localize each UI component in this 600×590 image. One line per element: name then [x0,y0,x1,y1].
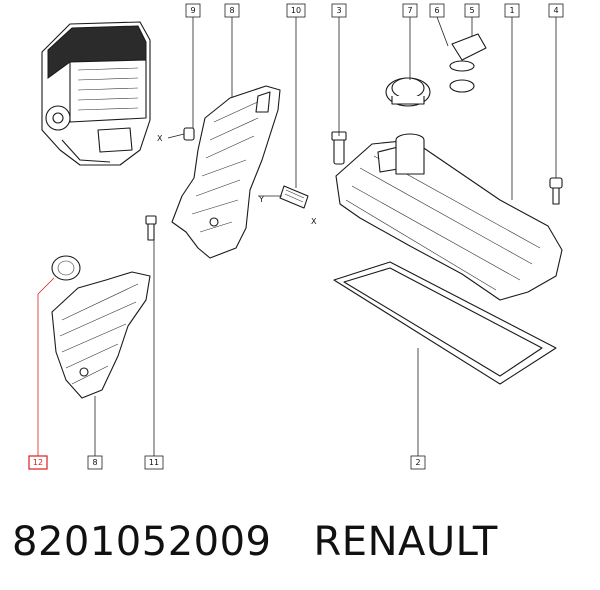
svg-text:2: 2 [415,458,420,467]
callout-9: 9 [185,3,201,18]
callout-10: 10 [286,3,306,18]
stud-10 [258,185,309,209]
oil-filler-neck [395,133,425,175]
svg-text:8: 8 [229,6,234,15]
svg-text:5: 5 [469,6,474,15]
svg-text:10: 10 [291,6,301,15]
caption-bar: 8201052009 RENAULT [12,512,498,572]
leader-lines [37,16,557,456]
callout-4: 4 [548,3,564,18]
axis-label-y: Y [258,195,264,204]
svg-text:11: 11 [149,458,159,467]
axis-label-x-right: X [311,217,317,226]
upper-timing-cover [171,85,281,259]
svg-text:6: 6 [434,6,439,15]
svg-text:9: 9 [190,6,195,15]
bolt-4 [549,177,563,205]
rocker-cover-gasket-2 [333,261,557,385]
svg-text:1: 1 [509,6,514,15]
callout-7: 7 [402,3,418,18]
svg-text:12: 12 [33,458,43,467]
pulley-cap-12 [51,255,81,281]
brand-name: RENAULT [313,519,498,565]
svg-text:8: 8 [92,458,97,467]
part-number: 8201052009 [12,519,272,565]
svg-text:7: 7 [407,6,412,15]
engine-block-illustration [41,21,151,166]
bolt-3 [331,131,347,165]
oil-filler-cap-7 [385,77,431,107]
callout-6: 6 [429,3,445,18]
bolt-9 [167,127,195,141]
callout-5: 5 [464,3,480,18]
svg-text:3: 3 [336,6,341,15]
lower-timing-cover [51,271,151,399]
callout-2: 2 [410,455,426,470]
callout-12-highlighted: 12 [28,455,48,470]
callout-3: 3 [331,3,347,18]
callout-8-top: 8 [224,3,240,18]
cap-5 [449,33,487,72]
svg-text:4: 4 [553,6,558,15]
callout-1: 1 [504,3,520,18]
callout-8-bottom: 8 [87,455,103,470]
callout-11: 11 [144,455,164,470]
o-ring-6 [449,79,475,93]
exploded-parts-diagram: X Y X [28,3,564,470]
bolt-11 [145,215,157,241]
axis-label-x-left: X [157,134,163,143]
